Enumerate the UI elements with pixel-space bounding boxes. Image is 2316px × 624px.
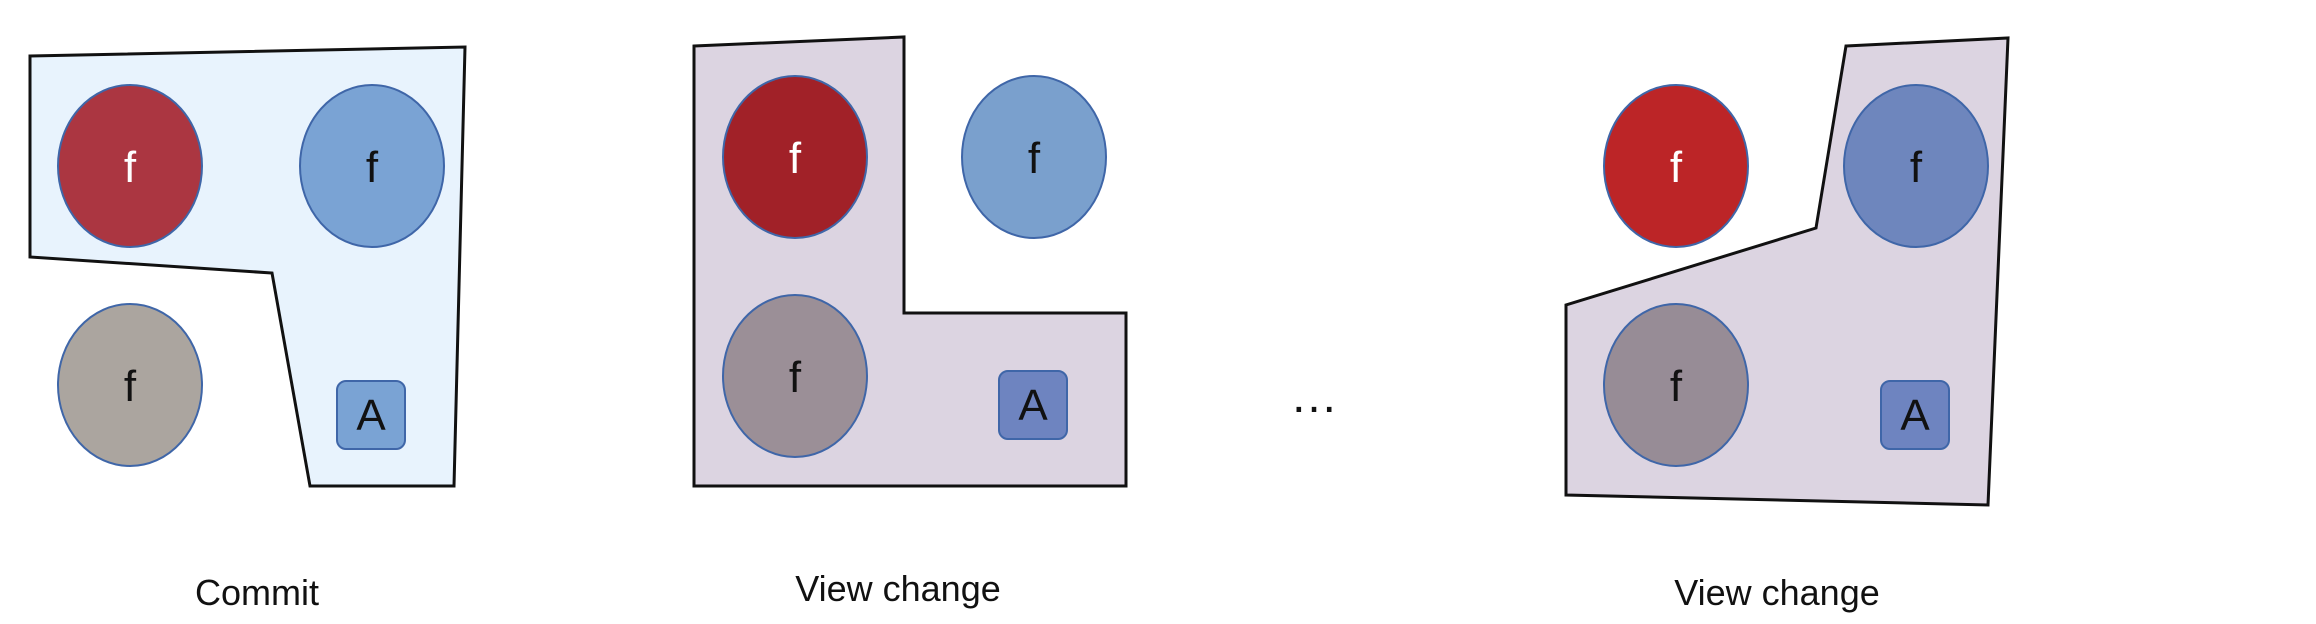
panel-commit: f f f A Commit xyxy=(28,45,467,613)
node-label: f xyxy=(366,143,379,192)
a-box-label: A xyxy=(356,391,386,440)
node-label: f xyxy=(1670,143,1683,192)
a-box xyxy=(998,370,1068,440)
panel-view-change-2: f f f A View change xyxy=(1564,36,2010,613)
node-circle xyxy=(1603,84,1749,248)
node-label: f xyxy=(789,134,802,183)
node-circle xyxy=(722,294,868,458)
panel-caption: Commit xyxy=(195,572,319,613)
ellipsis: … xyxy=(1290,370,1338,423)
node-label: f xyxy=(1910,143,1923,192)
node-circle xyxy=(299,84,445,248)
node-label: f xyxy=(124,143,137,192)
node-circle xyxy=(57,303,203,467)
node-label: f xyxy=(124,362,137,411)
panel-view-change-1: f f f A View change xyxy=(692,35,1128,609)
a-box-label: A xyxy=(1900,391,1930,440)
node-label: f xyxy=(789,353,802,402)
panel-caption: View change xyxy=(1674,572,1880,613)
a-box-label: A xyxy=(1018,381,1048,430)
node-label: f xyxy=(1670,362,1683,411)
node-circle xyxy=(57,84,203,248)
node-circle xyxy=(961,75,1107,239)
panel-caption: View change xyxy=(795,568,1001,609)
a-box xyxy=(336,380,406,450)
node-circle xyxy=(722,75,868,239)
node-circle xyxy=(1603,303,1749,467)
a-box xyxy=(1880,380,1950,450)
node-label: f xyxy=(1028,134,1041,183)
node-circle xyxy=(1843,84,1989,248)
